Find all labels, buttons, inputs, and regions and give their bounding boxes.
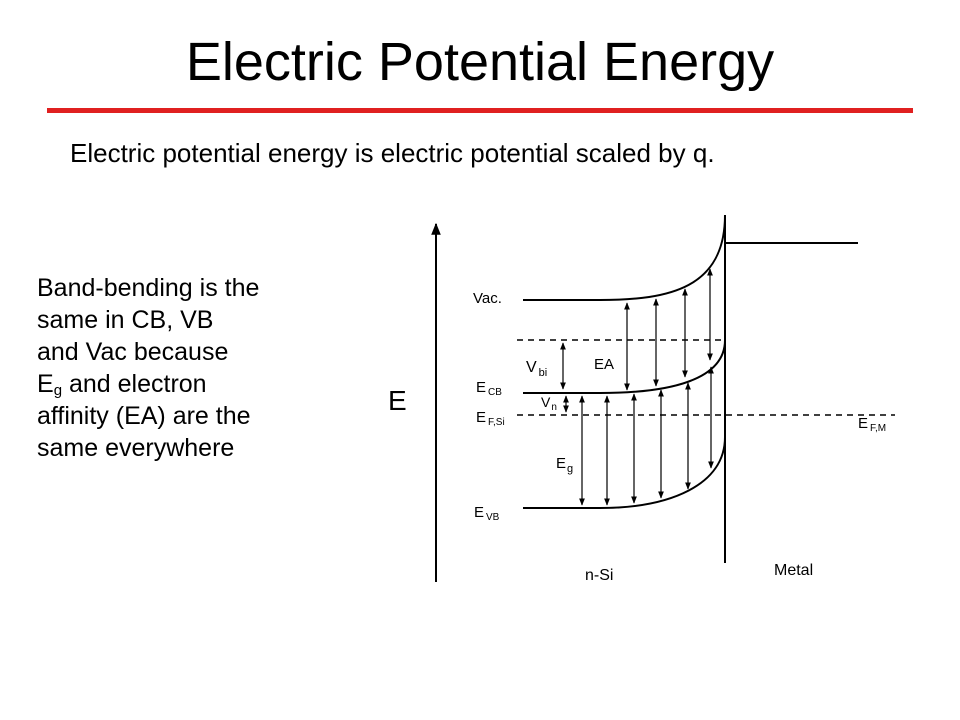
explanation-line-2: same in CB, VB	[37, 306, 214, 334]
explanation-line-4-rest: and electron	[62, 370, 207, 398]
explanation-text: Band-bending is the same in CB, VB and V…	[37, 272, 337, 464]
title-divider	[47, 108, 913, 113]
energy-axis-label: E	[388, 385, 407, 416]
ecb-subscript: CB	[488, 387, 502, 398]
valence-band-curve	[523, 436, 726, 509]
metal-region-label: Metal	[774, 562, 813, 579]
ecb-symbol: E	[476, 379, 486, 396]
efsi-subscript: F,Si	[488, 417, 505, 428]
conduction-band-curve	[523, 339, 726, 394]
efm-subscript: F,M	[870, 423, 886, 434]
vacuum-level-label: Vac.	[473, 290, 502, 307]
vbi-symbol: V	[526, 359, 537, 376]
slide-subtitle: Electric potential energy is electric po…	[70, 138, 715, 168]
efsi-symbol: E	[476, 409, 486, 426]
eg-label-subscript: g	[567, 463, 573, 475]
eg-label-symbol: E	[556, 455, 566, 472]
explanation-line-6: same everywhere	[37, 434, 235, 462]
vn-symbol: V	[541, 394, 551, 410]
explanation-line-3: and Vac because	[37, 338, 229, 366]
slide-title: Electric Potential Energy	[185, 32, 775, 92]
explanation-line-4: Eg and electron	[37, 368, 337, 400]
explanation-line-1: Band-bending is the	[37, 274, 260, 302]
explanation-line-5: affinity (EA) are the	[37, 402, 251, 430]
eg-label: Eg	[556, 455, 573, 475]
evb-subscript: VB	[486, 512, 500, 523]
n-si-region-label: n-Si	[585, 567, 613, 584]
eg-symbol: E	[37, 370, 54, 398]
vn-subscript: n	[551, 402, 557, 413]
vbi-subscript: bi	[539, 367, 548, 379]
evb-symbol: E	[474, 504, 484, 521]
eg-subscript: g	[53, 382, 63, 399]
vn-label: Vn	[541, 394, 557, 413]
ea-label: EA	[594, 356, 614, 373]
vacuum-level-curve	[523, 214, 726, 301]
efm-symbol: E	[858, 415, 868, 432]
